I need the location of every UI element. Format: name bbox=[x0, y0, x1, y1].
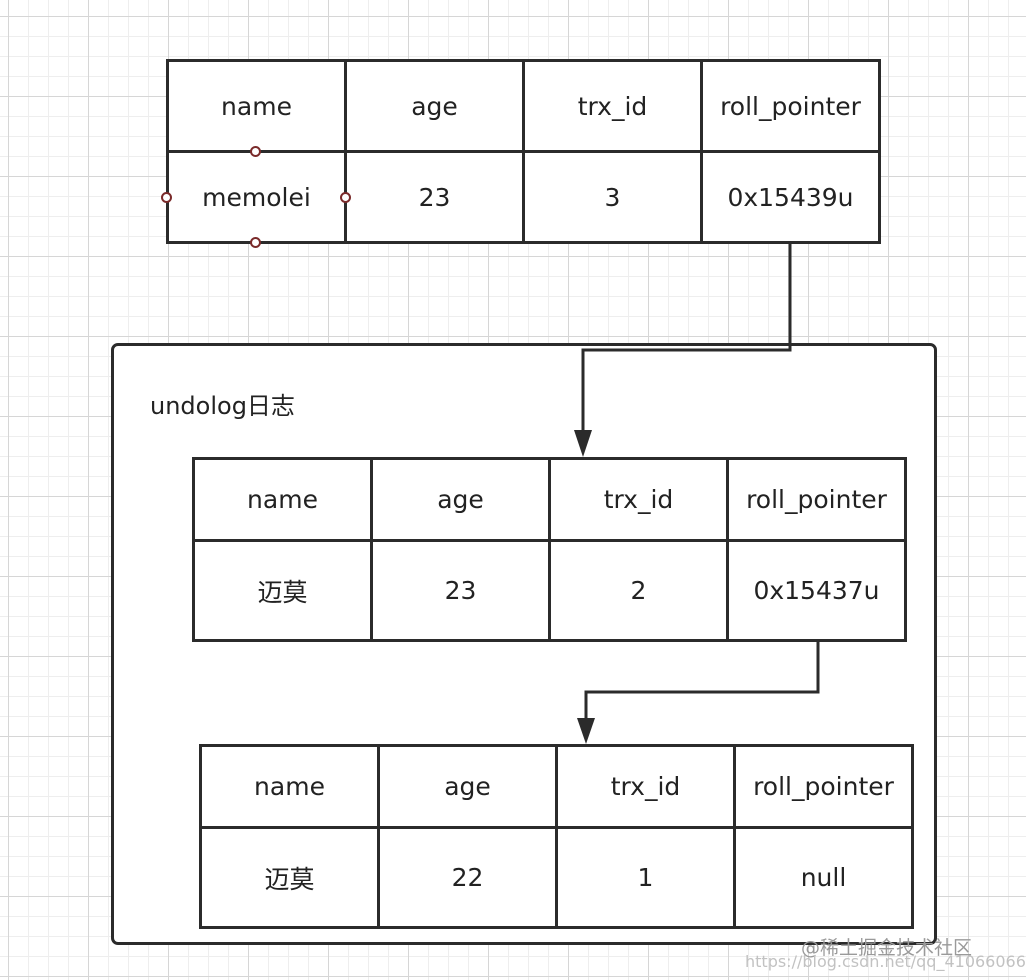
selection-handle-right[interactable] bbox=[340, 192, 351, 203]
watermark-url: https://blog.csdn.net/qq_41066066 bbox=[745, 952, 1026, 971]
table-header-row: name age trx_id roll_pointer bbox=[192, 456, 907, 543]
column-header-roll-pointer: roll_pointer bbox=[700, 59, 881, 153]
table-row: 迈莫 23 2 0x15437u bbox=[192, 539, 907, 642]
roll-pointer-connector-1 bbox=[581, 243, 792, 432]
cell-name: 迈莫 bbox=[199, 826, 380, 929]
cell-roll-pointer: null bbox=[733, 826, 914, 929]
column-header-age: age bbox=[370, 456, 551, 543]
column-header-name: name bbox=[192, 456, 373, 543]
column-header-roll-pointer: roll_pointer bbox=[733, 743, 914, 830]
roll-pointer-connector-2 bbox=[584, 641, 820, 720]
cell-age: 23 bbox=[344, 150, 525, 244]
cell-trx-id: 1 bbox=[555, 826, 736, 929]
arrowhead-1 bbox=[574, 430, 592, 457]
cell-age: 22 bbox=[377, 826, 558, 929]
column-header-name: name bbox=[199, 743, 380, 830]
cell-trx-id: 2 bbox=[548, 539, 729, 642]
table-row: memolei 23 3 0x15439u bbox=[166, 150, 881, 244]
undolog-title: undolog日志 bbox=[150, 392, 295, 420]
column-header-trx-id: trx_id bbox=[548, 456, 729, 543]
column-header-trx-id: trx_id bbox=[555, 743, 736, 830]
undo-record-1-table: name age trx_id roll_pointer 迈莫 23 2 0x1… bbox=[192, 456, 907, 642]
table-row: 迈莫 22 1 null bbox=[199, 826, 914, 929]
cell-age: 23 bbox=[370, 539, 551, 642]
selection-handle-left[interactable] bbox=[161, 192, 172, 203]
column-header-trx-id: trx_id bbox=[522, 59, 703, 153]
selection-handle-top[interactable] bbox=[250, 146, 261, 157]
cell-roll-pointer: 0x15437u bbox=[726, 539, 907, 642]
connector-layer bbox=[574, 243, 820, 744]
cell-trx-id: 3 bbox=[522, 150, 703, 244]
watermark-text: @稀土掘金技术社区 bbox=[800, 937, 972, 959]
column-header-age: age bbox=[377, 743, 558, 830]
column-header-age: age bbox=[344, 59, 525, 153]
cell-roll-pointer: 0x15439u bbox=[700, 150, 881, 244]
column-header-roll-pointer: roll_pointer bbox=[726, 456, 907, 543]
cell-name: 迈莫 bbox=[192, 539, 373, 642]
arrowhead-2 bbox=[577, 718, 595, 744]
current-record-table: name age trx_id roll_pointer memolei 23 … bbox=[166, 59, 881, 244]
selection-handle-bottom[interactable] bbox=[250, 237, 261, 248]
table-header-row: name age trx_id roll_pointer bbox=[199, 743, 914, 830]
undo-record-2-table: name age trx_id roll_pointer 迈莫 22 1 nul… bbox=[199, 743, 914, 929]
